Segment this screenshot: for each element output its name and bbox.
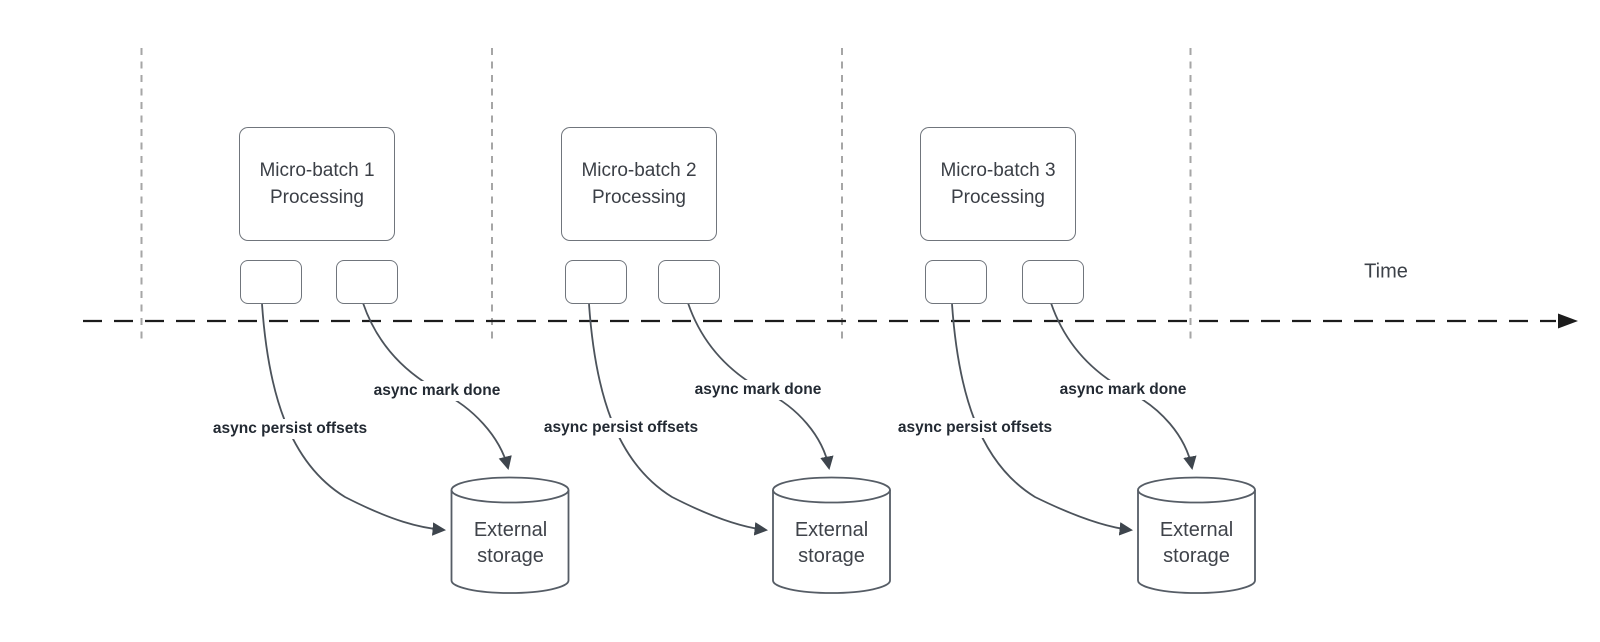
cylinder-top (1137, 476, 1256, 504)
persist-offsets-connector-2 (588, 303, 769, 536)
cylinder-body (450, 490, 570, 594)
processing-box-label: Micro-batch 1 Processing (259, 157, 374, 211)
storage-line2: storage (477, 545, 544, 567)
processing-box-line1: Micro-batch 1 (259, 160, 375, 181)
processing-box-label: Micro-batch 2 Processing (581, 157, 696, 211)
persist-offsets-connector-1 (261, 303, 447, 536)
storage-cylinder-3 (1137, 476, 1256, 594)
cylinder-body (1137, 490, 1256, 594)
processing-box-line1: Micro-batch 2 (581, 160, 697, 181)
persist-offsets-label-3: async persist offsets (893, 418, 1057, 438)
persist-offsets-source-box-3 (925, 260, 987, 304)
storage-line1: External (794, 519, 869, 541)
persist-offsets-source-box-2 (565, 260, 627, 304)
mark-done-label-1: async mark done (369, 381, 505, 401)
processing-box-line2: Processing (591, 187, 686, 208)
external-storage-label-3: External storage (1138, 517, 1255, 569)
persist-offsets-label-2: async persist offsets (539, 418, 703, 438)
persist-offsets-source-box-1 (240, 260, 302, 304)
mark-done-source-box-1 (336, 260, 398, 304)
processing-box-2: Micro-batch 2 Processing (561, 127, 717, 241)
storage-line1: External (1159, 519, 1234, 541)
processing-box-label: Micro-batch 3 Processing (940, 157, 1055, 211)
storage-line2: storage (1163, 545, 1230, 567)
external-storage-label-1: External storage (452, 517, 569, 569)
mark-done-label-3: async mark done (1055, 380, 1191, 400)
cylinder-top (772, 476, 891, 504)
mark-done-source-box-2 (658, 260, 720, 304)
processing-box-line2: Processing (950, 187, 1045, 208)
mark-done-label-2: async mark done (690, 380, 826, 400)
cylinder-top (450, 476, 570, 504)
persist-offsets-label-1: async persist offsets (208, 419, 372, 439)
storage-line1: External (473, 519, 548, 541)
processing-box-line2: Processing (269, 187, 364, 208)
storage-cylinder-1 (450, 476, 570, 594)
storage-line2: storage (798, 545, 865, 567)
processing-box-1: Micro-batch 1 Processing (239, 127, 395, 241)
external-storage-label-2: External storage (773, 517, 890, 569)
storage-cylinder-2 (772, 476, 891, 594)
cylinder-body (772, 490, 891, 594)
time-axis-arrowhead-icon (1558, 313, 1578, 329)
persist-offsets-connector-3 (951, 303, 1134, 536)
mark-done-source-box-3 (1022, 260, 1084, 304)
processing-box-3: Micro-batch 3 Processing (920, 127, 1076, 241)
processing-box-line1: Micro-batch 3 (940, 160, 1056, 181)
time-axis-label: Time (1364, 260, 1408, 283)
